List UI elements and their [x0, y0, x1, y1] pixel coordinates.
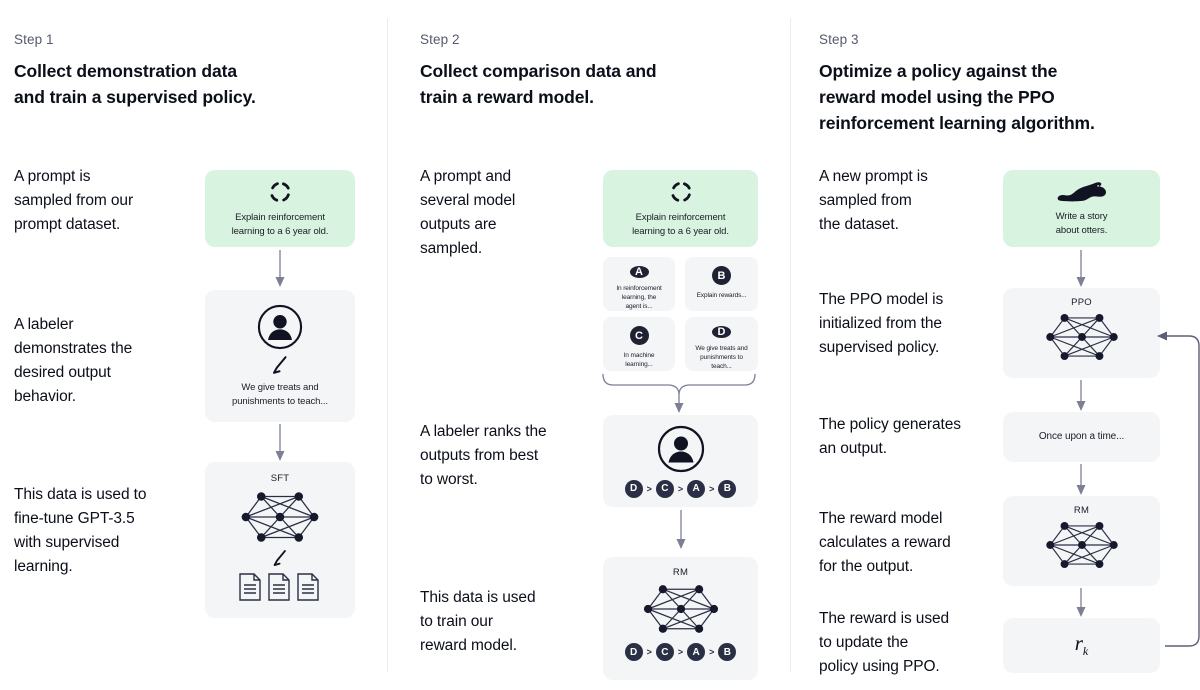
- rank-pill-2: C: [655, 479, 674, 498]
- step-2-arrow-2: [676, 510, 686, 549]
- output-card-b: B Explain rewards...: [685, 257, 758, 311]
- output-card-d: D We give treats and punishments to teac…: [685, 317, 758, 371]
- documents-icon: [239, 573, 319, 601]
- rm-rank-sep-3: >: [709, 647, 715, 657]
- output-text-b: Explain rewards...: [696, 292, 747, 299]
- column-divider-2: [790, 18, 791, 672]
- step-1-prompt-card: Explain reinforcement learning to a 6 ye…: [205, 170, 355, 247]
- step-3-note-2: The PPO model is initialized from the su…: [819, 291, 944, 356]
- neural-network-icon: [1045, 521, 1118, 569]
- output-text-c: In machine learning...: [623, 352, 655, 368]
- step-3-rm-card: RM: [1003, 496, 1160, 586]
- step-2-title: Collect comparison data and train a rewa…: [420, 61, 657, 107]
- step-3-title: Optimize a policy against the reward mod…: [819, 61, 1095, 133]
- output-text-d: We give treats and punishments to teach.…: [695, 345, 748, 370]
- rank-pill-4: B: [718, 479, 737, 498]
- step-1-label: Step 1: [14, 32, 54, 47]
- rm-rank-sep-2: >: [677, 647, 684, 657]
- otter-icon: [1057, 181, 1106, 201]
- step-3-arrow-1: [1076, 250, 1086, 287]
- step-2-note-1: A prompt and several model outputs are s…: [420, 168, 516, 257]
- rm-rank-pill-4: B: [718, 643, 737, 661]
- step-1-arrow-1: [275, 250, 285, 287]
- sft-caption: SFT: [270, 473, 290, 484]
- output-card-c: C In machine learning...: [603, 317, 675, 371]
- step-1-prompt-text: Explain reinforcement learning to a 6 ye…: [231, 211, 329, 237]
- step-3-ppo-card: PPO: [1003, 288, 1160, 378]
- rm-rank-pill-1: D: [624, 643, 643, 661]
- neural-network-icon: [241, 492, 319, 542]
- step-1-sft-card: SFT: [205, 462, 355, 618]
- output-card-a: A In reinforcement learning, the agent i…: [603, 257, 675, 311]
- step-3-column: Step 3 Optimize a policy against the rew…: [791, 0, 1200, 690]
- step-3-output-text: Once upon a time...: [1038, 431, 1125, 442]
- step-3-reward-card: rk: [1003, 618, 1160, 673]
- step-1-labeler-text: We give treats and punishments to teach.…: [232, 381, 328, 407]
- reward-value: rk: [1075, 631, 1089, 659]
- step-2-label: Step 2: [420, 32, 460, 47]
- rank-sep-3: >: [709, 483, 715, 494]
- rank-pill-1: D: [624, 479, 643, 498]
- step-3-arrow-4: [1076, 588, 1086, 617]
- step-3-prompt-text: Write a story about otters.: [1055, 210, 1108, 236]
- ppo-feedback-loop-arrow: [1157, 331, 1200, 647]
- step-2-brace-arrow: [602, 373, 756, 413]
- step-3-rm-caption: RM: [1073, 505, 1090, 516]
- rm-rank-sep-1: >: [646, 647, 652, 657]
- step-3-prompt-card: Write a story about otters.: [1003, 170, 1160, 247]
- step-1-column: Step 1 Collect demonstration data and tr…: [0, 0, 387, 690]
- reward-subscript: k: [1082, 644, 1089, 659]
- step-2-column: Step 2 Collect comparison data and train…: [388, 0, 790, 690]
- output-badge-d: D: [712, 326, 731, 338]
- output-badge-a: A: [629, 266, 649, 278]
- step-2-labeler-card: D > C > A > B: [603, 415, 758, 507]
- step-3-label: Step 3: [819, 32, 859, 47]
- rank-pill-3: A: [687, 479, 706, 498]
- labeler-person-icon: [657, 425, 704, 472]
- loop-icon: [270, 181, 290, 202]
- step-3-note-1: A new prompt is sampled from the dataset…: [819, 168, 928, 233]
- step-2-ranking-row: D > C > A > B: [624, 479, 737, 498]
- step-3-arrow-3: [1076, 464, 1086, 495]
- step-1-labeler-card: We give treats and punishments to teach.…: [205, 290, 355, 422]
- rm-rank-pill-3: A: [687, 643, 706, 661]
- neural-network-icon: [1045, 313, 1118, 361]
- step-2-rm-card: RM: [603, 557, 758, 680]
- step-1-note-3: This data is used to fine-tune GPT-3.5 w…: [14, 486, 147, 575]
- output-badge-b: B: [712, 266, 731, 285]
- reward-symbol: r: [1074, 631, 1083, 656]
- neural-network-icon: [643, 585, 718, 633]
- column-divider-1: [387, 18, 388, 672]
- loop-icon: [671, 181, 691, 202]
- step-1-arrow-2: [275, 424, 285, 461]
- step-2-prompt-text: Explain reinforcement learning to a 6 ye…: [632, 211, 729, 237]
- pencil-icon: [273, 355, 287, 374]
- output-badge-c: C: [629, 326, 649, 345]
- step-3-note-4: The reward model calculates a reward for…: [819, 510, 951, 575]
- output-text-a: In reinforcement learning, the agent is.…: [616, 285, 662, 310]
- step-2-prompt-card: Explain reinforcement learning to a 6 ye…: [603, 170, 758, 247]
- rank-sep-1: >: [646, 483, 652, 494]
- rm-caption: RM: [672, 567, 689, 578]
- step-2-note-2: A labeler ranks the outputs from best to…: [420, 423, 547, 488]
- step-3-output-card: Once upon a time...: [1003, 412, 1160, 462]
- step-1-title: Collect demonstration data and train a s…: [14, 61, 256, 107]
- ppo-caption: PPO: [1071, 297, 1092, 308]
- step-1-note-1: A prompt is sampled from our prompt data…: [14, 168, 134, 233]
- step-3-note-5: The reward is used to update the policy …: [819, 610, 950, 675]
- rank-sep-2: >: [677, 483, 684, 494]
- step-3-arrow-2: [1076, 380, 1086, 411]
- step-3-note-3: The policy generates an output.: [819, 416, 961, 457]
- rm-rank-pill-2: C: [655, 643, 674, 661]
- pencil-icon: [273, 550, 286, 566]
- step-2-rm-ranking-row: D > C > A > B: [624, 643, 737, 661]
- step-1-note-2: A labeler demonstrates the desired outpu…: [14, 316, 133, 405]
- step-2-note-3: This data is used to train our reward mo…: [420, 589, 536, 654]
- labeler-person-icon: [257, 304, 303, 349]
